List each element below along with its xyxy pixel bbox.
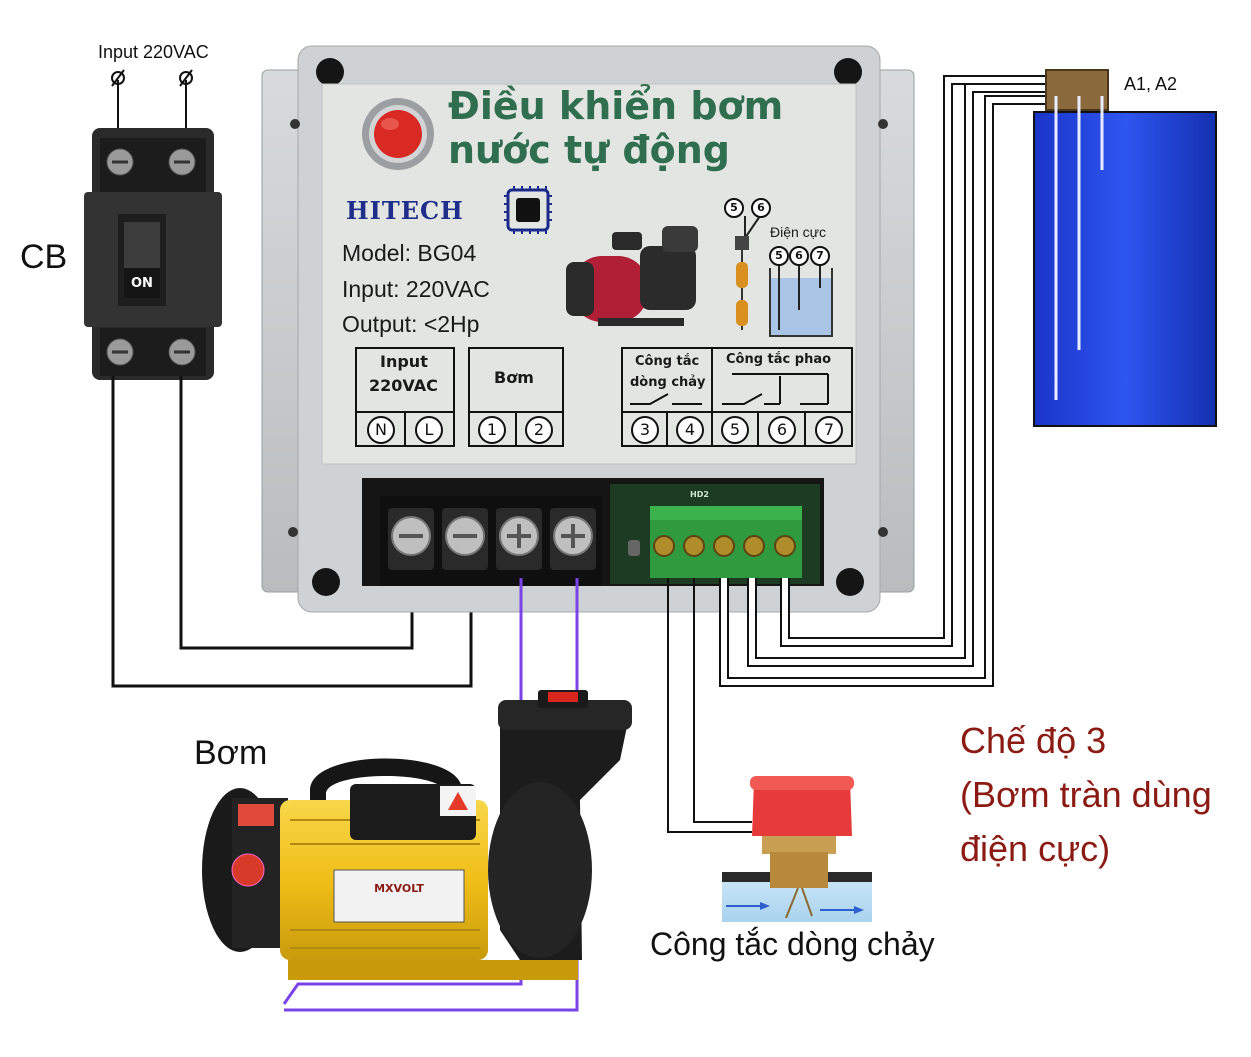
terminal-3: 3 — [631, 416, 659, 444]
terminal-N: N — [367, 416, 395, 444]
terminal-7: 7 — [815, 416, 843, 444]
terminal-L: L — [415, 416, 443, 444]
float-label-6: 6 — [751, 198, 771, 218]
pump-brand-label: MXVOLT — [374, 882, 424, 895]
input-220vac-label: Input 220VAC — [98, 42, 209, 62]
panel-terminal-boxes — [355, 347, 853, 447]
cong-tac-dong-chay-label: Công tắc dòng chảy — [650, 926, 935, 962]
brand-label: HITECH — [346, 196, 464, 225]
group-flow-line1: Công tắc — [635, 354, 700, 369]
electrode-label-5: 5 — [769, 246, 789, 266]
mode-title: Chế độ 3 — [960, 720, 1107, 761]
group-bom: Bơm — [494, 368, 534, 387]
controller-body — [261, 45, 915, 613]
group-input-line1: Input — [380, 352, 428, 371]
electrode-label-7: 7 — [810, 246, 830, 266]
terminal-6: 6 — [768, 416, 796, 444]
electrode-wires — [719, 75, 1052, 687]
terminal-4: 4 — [676, 416, 704, 444]
board-label: HD2 — [690, 490, 709, 499]
model-label: Model: BG04 — [342, 240, 477, 266]
terminal-1: 1 — [478, 416, 506, 444]
cb-label: CB — [20, 238, 68, 276]
water-tank-icon — [1033, 69, 1217, 427]
output-spec-label: Output: <2Hp — [342, 311, 480, 337]
panel-tank-icon — [769, 264, 833, 337]
group-flow-line2: dòng chảy — [630, 375, 706, 390]
flow-switch-wires — [667, 578, 752, 833]
power-wires — [111, 376, 473, 688]
mode-desc-line1: (Bơm tràn dùng — [960, 774, 1212, 815]
controller-title-line2: nước tự động — [448, 128, 730, 172]
controller-title-line1: Điều khiển bơm — [448, 84, 784, 128]
float-label-5: 5 — [724, 198, 744, 218]
terminal-2: 2 — [525, 416, 553, 444]
flow-switch-icon — [722, 776, 872, 922]
chip-icon — [504, 186, 552, 234]
breaker-on-label: ON — [131, 276, 153, 291]
mode-desc-line2: điện cực) — [960, 828, 1111, 869]
dien-cuc-label: Điện cực — [770, 224, 827, 240]
bom-label: Bơm — [194, 734, 268, 772]
panel-float-icon — [735, 215, 761, 330]
panel-pump-icon — [566, 226, 698, 326]
breaker-icon — [84, 69, 222, 380]
a1-a2-label: A1, A2 — [1124, 74, 1178, 94]
input-spec-label: Input: 220VAC — [342, 276, 490, 302]
red-button-icon — [362, 98, 434, 170]
group-float: Công tắc phao — [726, 352, 832, 367]
group-input-line2: 220VAC — [369, 376, 438, 395]
electrode-label-6: 6 — [789, 246, 809, 266]
screw-terminal-block — [362, 478, 824, 586]
terminal-5: 5 — [721, 416, 749, 444]
pump-icon — [202, 690, 632, 980]
